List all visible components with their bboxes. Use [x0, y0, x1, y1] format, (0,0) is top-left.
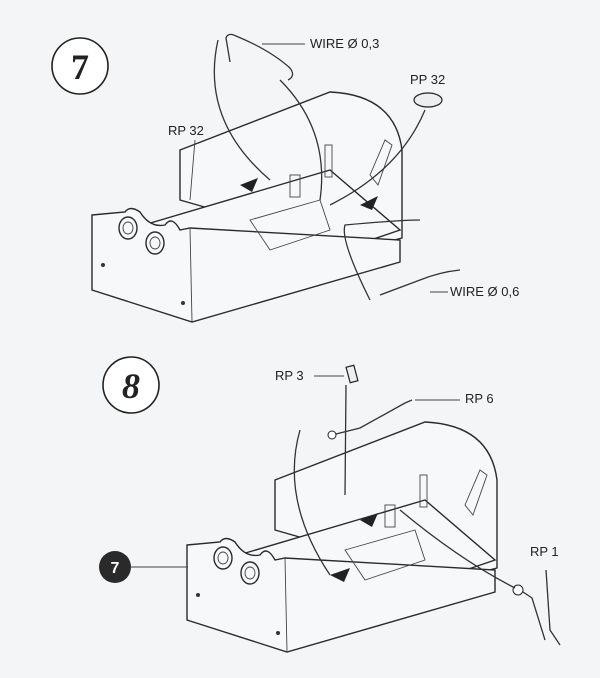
wire-03-part: [225, 33, 294, 81]
rp3-part: [345, 364, 359, 384]
rp6-part: [331, 399, 413, 436]
label-rp32: RP 32: [168, 123, 204, 138]
step-7-badge: [51, 37, 109, 95]
wire-06-part: [379, 269, 461, 296]
step-7: 7 WIRE Ø 0,3 PP 32 RP 32 WIRE Ø 0,6: [51, 33, 519, 323]
label-wire-03: WIRE Ø 0,3: [310, 36, 379, 51]
step-8-badge: [102, 356, 160, 414]
label-pp32: PP 32: [410, 72, 445, 87]
label-rp6: RP 6: [465, 391, 494, 406]
label-wire-06: WIRE Ø 0,6: [450, 284, 519, 299]
step-8: 8 7 RP 3 RP 6 RP 1: [99, 356, 561, 653]
rp32-frame: [91, 91, 403, 323]
rp1-part: [519, 569, 561, 646]
label-rp3: RP 3: [275, 368, 304, 383]
step-7-assembly: [186, 421, 498, 653]
step-7-number: 7: [71, 47, 89, 87]
pp32-part: [413, 92, 443, 108]
label-rp1: RP 1: [530, 544, 559, 559]
step-7-reference-number: 7: [111, 560, 120, 577]
step-7-reference-badge: [99, 551, 131, 583]
step-8-number: 8: [122, 366, 140, 406]
